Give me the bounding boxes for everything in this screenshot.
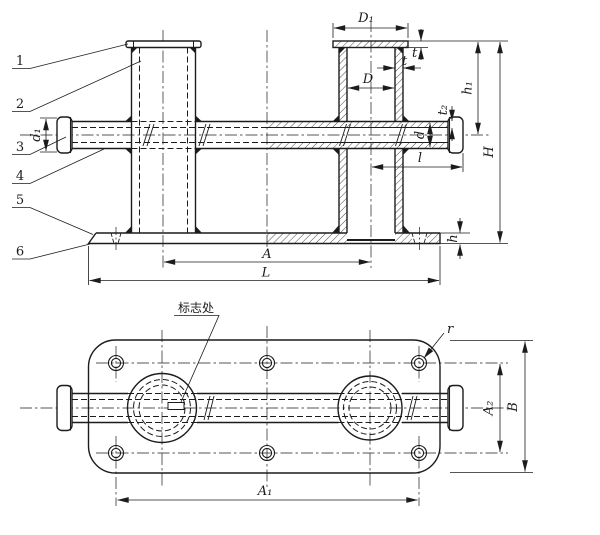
- break-marks-plan: [203, 395, 418, 421]
- right-flange-plan: [447, 384, 464, 432]
- dim-label-h: h: [446, 234, 461, 242]
- dim-label-D1: D₁: [357, 11, 374, 26]
- hidden-bolt-hole: [110, 232, 122, 244]
- dim-label-t-cap: t: [412, 46, 418, 61]
- dim-label-B: B: [506, 402, 521, 413]
- callout-2: 2: [16, 97, 24, 112]
- dim-label-A1: A₁: [257, 484, 273, 499]
- centerlines-bottom: [20, 326, 512, 506]
- mark-spot: [167, 315, 220, 410]
- dimension-lines-top: [40, 23, 508, 285]
- callout-4: 4: [16, 169, 24, 184]
- pipe-plan: [56, 384, 464, 432]
- callout-1: 1: [16, 54, 24, 69]
- dim-label-r: r: [447, 322, 454, 337]
- dim-label-h1: h₁: [461, 81, 476, 95]
- dim-label-A2: A₂: [482, 401, 497, 417]
- dim-label-d: d: [413, 131, 428, 139]
- section-view: [12, 20, 508, 285]
- dim-label-D: D: [362, 72, 374, 87]
- callout-6: 6: [16, 245, 24, 260]
- break-marks: [142, 123, 407, 147]
- dim-label-A: A: [261, 247, 271, 262]
- mark-label: 标志处: [178, 301, 214, 315]
- callout-3: 3: [16, 140, 24, 155]
- bolt-holes: [107, 354, 428, 462]
- plate-plan: [87, 339, 441, 474]
- section-view-labels: 1 2 3 4 5 6 D₁ t t D d₁ d t₂ h₁ H l h A …: [16, 11, 497, 281]
- left-flange-plan: [56, 384, 73, 432]
- left-flange: [56, 116, 73, 154]
- dim-label-l: l: [418, 151, 422, 166]
- mark-leader: [174, 315, 220, 403]
- right-column-section: [332, 40, 409, 233]
- sectioned-bolt-hole: [411, 232, 428, 244]
- callout-5: 5: [16, 193, 24, 208]
- r-leader: [423, 332, 445, 359]
- dim-label-t-wall: t: [402, 54, 408, 69]
- dim-label-t2: t₂: [436, 105, 451, 115]
- dim-label-H: H: [482, 146, 497, 159]
- dim-label-d1: d₁: [29, 128, 44, 142]
- dimension-lines-bottom: [117, 332, 533, 503]
- plan-view: [20, 315, 533, 506]
- part-callout-leaders: [12, 43, 142, 260]
- right-flange: [447, 116, 464, 154]
- column-circles: [126, 372, 403, 444]
- crossbar-pipe: [56, 116, 464, 154]
- plan-view-labels: 标志处 r A₂ B A₁: [178, 301, 521, 499]
- dim-label-L: L: [261, 266, 271, 281]
- left-column: [125, 40, 202, 233]
- base-plate: [87, 227, 441, 250]
